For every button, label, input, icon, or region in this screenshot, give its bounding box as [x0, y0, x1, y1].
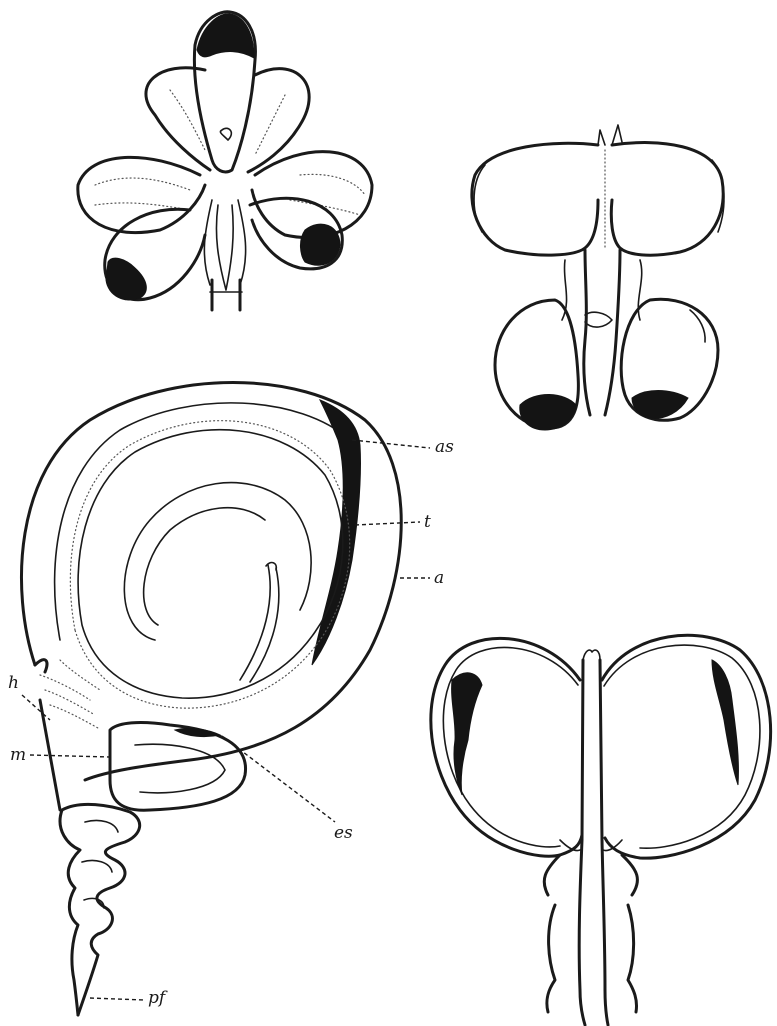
section-spot-left [520, 394, 576, 430]
petal-spot-right [300, 224, 340, 265]
capsule-section [431, 635, 771, 1025]
seed-section [21, 383, 401, 1016]
label-pf: pf [148, 988, 168, 1008]
petal-spot-left [106, 258, 146, 300]
label-es: es [334, 823, 353, 843]
label-a: a [434, 568, 444, 588]
label-as: as [435, 437, 454, 457]
label-t: t [424, 512, 431, 532]
label-h: h [8, 673, 19, 693]
flower-front-view [78, 12, 372, 310]
label-m: m [10, 745, 26, 765]
capsule-rib-left [452, 673, 482, 795]
capsule-rib-right [712, 660, 738, 785]
flower-section-view [472, 125, 724, 430]
section-spot-right [632, 391, 688, 419]
